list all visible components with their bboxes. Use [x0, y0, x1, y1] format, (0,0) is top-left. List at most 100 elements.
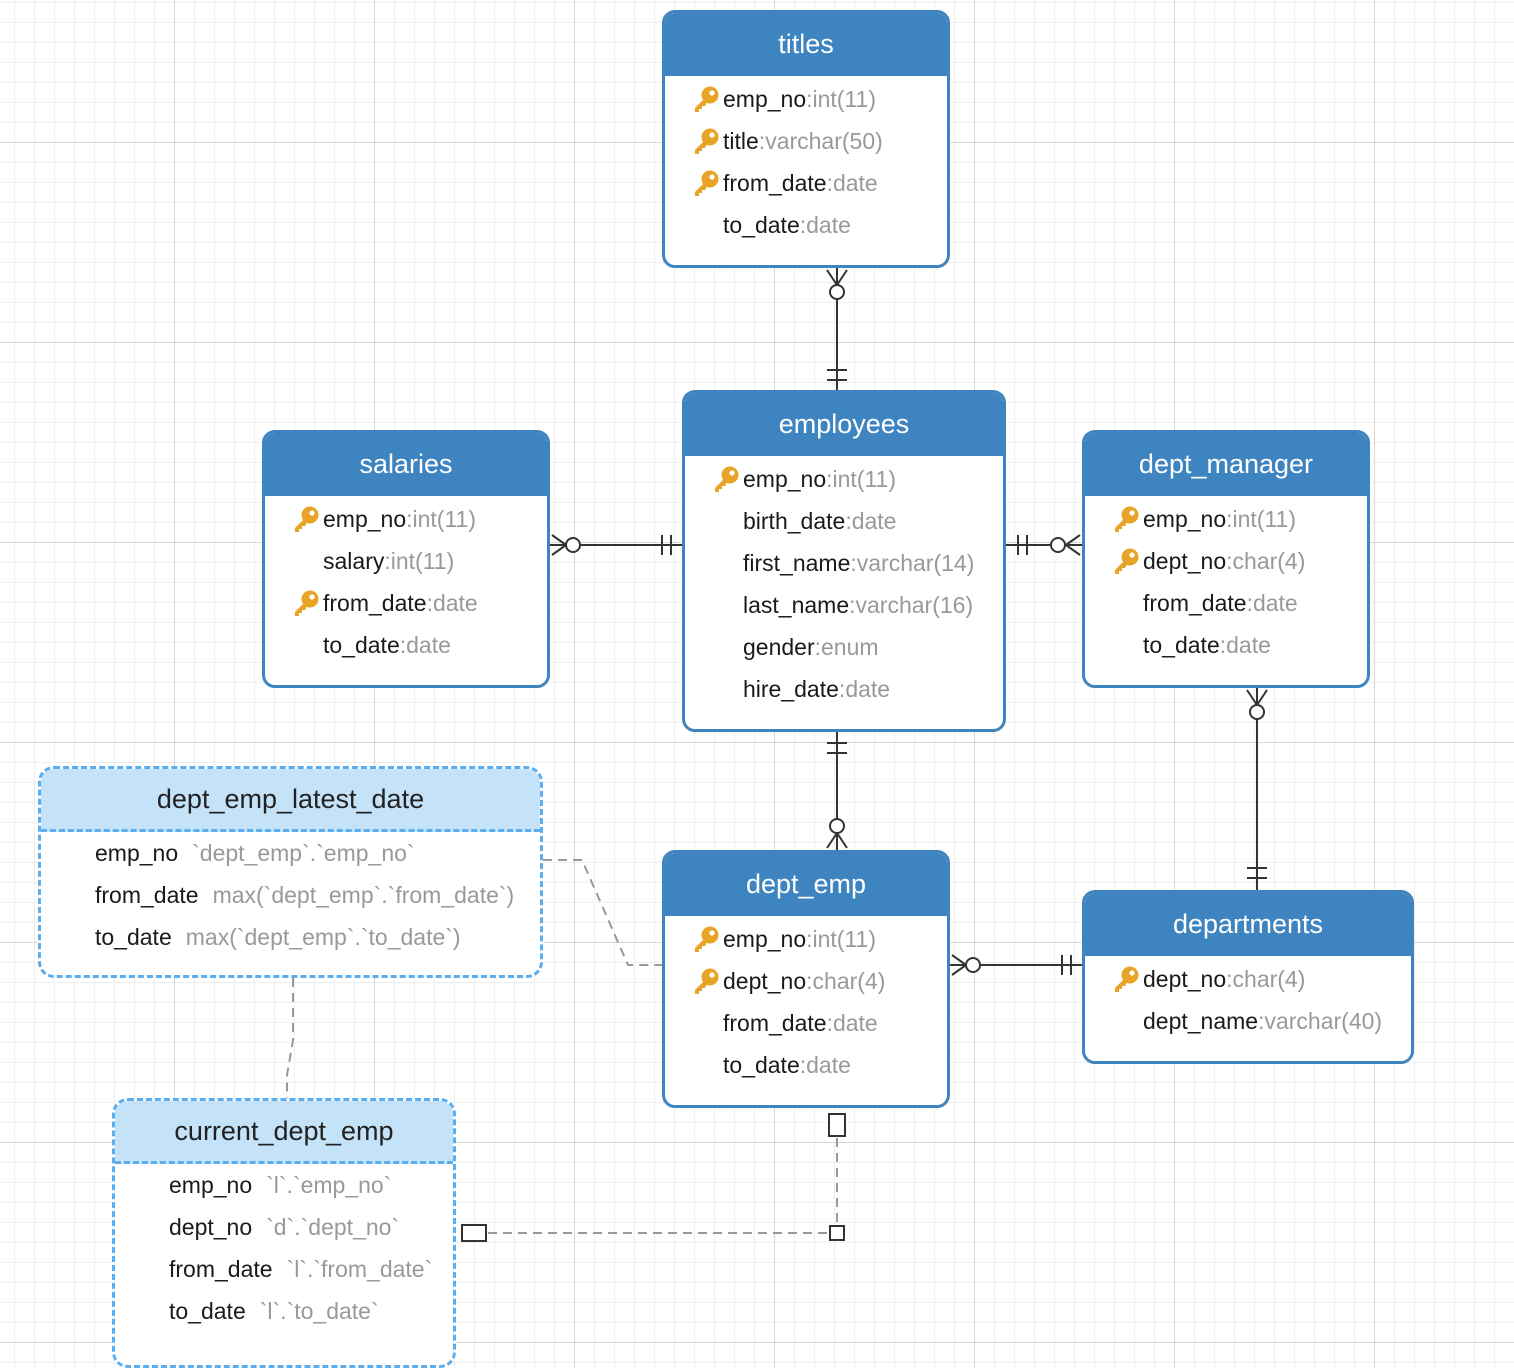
- field-row[interactable]: first_name: varchar(14): [685, 542, 1003, 584]
- field-row[interactable]: to_date: date: [665, 204, 947, 246]
- field-row[interactable]: salary: int(11): [265, 540, 547, 582]
- field-row[interactable]: emp_no: int(11): [665, 78, 947, 120]
- field-name: emp_no: [723, 925, 807, 952]
- view-end-marker: [828, 1113, 846, 1137]
- field-row[interactable]: gender: enum: [685, 626, 1003, 668]
- view-field-row[interactable]: emp_no`dept_emp`.`emp_no`: [41, 832, 540, 874]
- view-fields: emp_no`l`.`emp_no`dept_no`d`.`dept_no`fr…: [115, 1164, 453, 1332]
- field-row[interactable]: dept_no: char(4): [665, 960, 947, 1002]
- field-name: to_date: [723, 1051, 800, 1078]
- field-separator: :: [406, 505, 413, 532]
- field-separator: :: [399, 631, 407, 658]
- crow-foot-mark: [951, 964, 967, 976]
- table-header[interactable]: salaries: [265, 433, 547, 496]
- field-row[interactable]: hire_date: date: [685, 668, 1003, 710]
- field-name: first_name: [743, 549, 851, 576]
- key-icon: [665, 924, 723, 954]
- optional-circle-mark: [565, 537, 581, 553]
- optional-circle-mark: [1249, 704, 1265, 720]
- table-fields: emp_no: int(11)dept_no: char(4)from_date…: [1085, 496, 1367, 666]
- field-type: varchar(14): [856, 549, 975, 576]
- view-field-row[interactable]: to_date`l`.`to_date`: [115, 1290, 453, 1332]
- view-field-row[interactable]: from_date`l`.`from_date`: [115, 1248, 453, 1290]
- view-field-row[interactable]: dept_no`d`.`dept_no`: [115, 1206, 453, 1248]
- field-name: to_date: [1143, 631, 1220, 658]
- field-type: date: [845, 675, 891, 702]
- view-header[interactable]: dept_emp_latest_date: [41, 769, 540, 832]
- field-separator: :: [1226, 965, 1233, 992]
- field-row[interactable]: last_name: varchar(16): [685, 584, 1003, 626]
- field-row[interactable]: dept_name: varchar(40): [1085, 1000, 1411, 1042]
- field-row[interactable]: birth_date: date: [685, 500, 1003, 542]
- field-row[interactable]: from_date: date: [665, 162, 947, 204]
- view-field-row[interactable]: emp_no`l`.`emp_no`: [115, 1164, 453, 1206]
- field-row[interactable]: title: varchar(50): [665, 120, 947, 162]
- field-name: gender: [743, 633, 815, 660]
- view-field-expression: max(`dept_emp`.`from_date`): [212, 881, 515, 908]
- field-separator: :: [806, 967, 813, 994]
- field-row[interactable]: to_date: date: [665, 1044, 947, 1086]
- view-dependency-line: [286, 978, 294, 1098]
- optional-circle-mark: [1050, 537, 1066, 553]
- table-header[interactable]: departments: [1085, 893, 1411, 956]
- field-separator: :: [814, 633, 822, 660]
- field-row[interactable]: to_date: date: [1085, 624, 1367, 666]
- key-icon: [685, 464, 743, 494]
- view-header[interactable]: current_dept_emp: [115, 1101, 453, 1164]
- optional-circle-mark: [965, 957, 981, 973]
- table-header[interactable]: dept_manager: [1085, 433, 1367, 496]
- field-name: salary: [323, 547, 385, 574]
- field-row[interactable]: emp_no: int(11): [265, 498, 547, 540]
- crow-foot-mark: [1065, 534, 1081, 546]
- table-fields: emp_no: int(11)title: varchar(50)from_da…: [665, 76, 947, 246]
- field-row[interactable]: emp_no: int(11): [665, 918, 947, 960]
- field-type: int(11): [1232, 505, 1297, 532]
- field-name: title: [723, 127, 759, 154]
- field-separator: :: [849, 591, 856, 618]
- field-row[interactable]: to_date: date: [265, 624, 547, 666]
- field-separator: :: [799, 1051, 807, 1078]
- crow-foot-mark: [826, 269, 838, 286]
- table-fields: emp_no: int(11)dept_no: char(4)from_date…: [665, 916, 947, 1086]
- field-name: hire_date: [743, 675, 839, 702]
- field-type: date: [1252, 589, 1298, 616]
- field-row[interactable]: dept_no: char(4): [1085, 958, 1411, 1000]
- table-header[interactable]: dept_emp: [665, 853, 947, 916]
- view-field-expression: `dept_emp`.`emp_no`: [192, 839, 415, 866]
- field-type: varchar(40): [1264, 1007, 1383, 1034]
- field-separator: :: [826, 169, 833, 196]
- field-row[interactable]: from_date: date: [265, 582, 547, 624]
- table-header[interactable]: titles: [665, 13, 947, 76]
- field-name: from_date: [723, 1009, 827, 1036]
- field-separator: :: [1226, 505, 1233, 532]
- optional-circle-mark: [829, 818, 845, 834]
- field-separator: :: [826, 1009, 833, 1036]
- crow-foot-mark: [826, 832, 838, 849]
- field-row[interactable]: from_date: date: [665, 1002, 947, 1044]
- table-header[interactable]: employees: [685, 393, 1003, 456]
- field-separator: :: [384, 547, 391, 574]
- field-name: from_date: [323, 589, 427, 616]
- field-separator: :: [838, 675, 846, 702]
- field-separator: :: [1258, 1007, 1265, 1034]
- key-icon: [265, 588, 323, 618]
- view-field-name: dept_no: [169, 1213, 253, 1240]
- field-row[interactable]: dept_no: char(4): [1085, 540, 1367, 582]
- field-type: int(11): [812, 925, 877, 952]
- field-row[interactable]: from_date: date: [1085, 582, 1367, 624]
- field-row[interactable]: emp_no: int(11): [1085, 498, 1367, 540]
- field-row[interactable]: emp_no: int(11): [685, 458, 1003, 500]
